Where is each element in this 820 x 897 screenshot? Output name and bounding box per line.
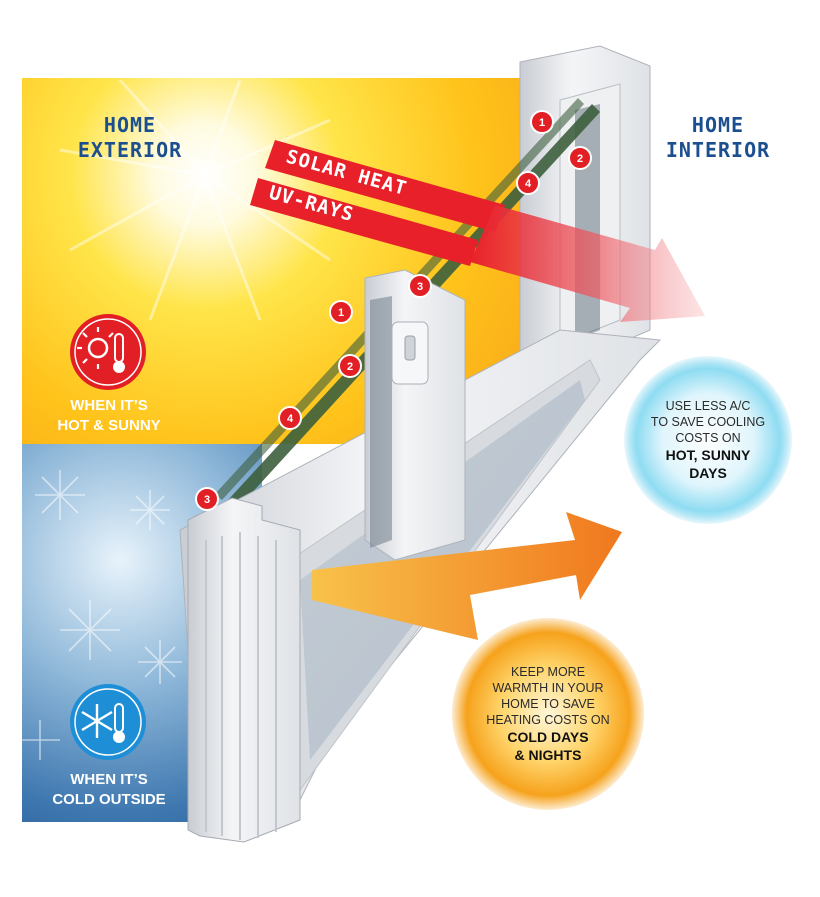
warmth-arrow: [312, 512, 622, 640]
heat-arrow: [470, 205, 705, 322]
hot-condition-label: WHEN IT’S HOT & SUNNY: [36, 396, 182, 436]
heating-bubble-bg: [452, 618, 644, 810]
heating-line2: WARMTH IN YOUR: [492, 681, 604, 695]
sun-thermometer-icon: [70, 314, 146, 390]
heating-strong2: & NIGHTS: [514, 747, 582, 763]
badge-group: 1 2 3 4 1 2 3 4: [195, 110, 592, 511]
cooling-line2: TO SAVE COOLING: [650, 415, 766, 429]
hot-line1: WHEN IT’S: [70, 397, 148, 414]
heating-bubble: KEEP MORE WARMTH IN YOUR HOME TO SAVE HE…: [466, 650, 630, 778]
home-exterior-line2: EXTERIOR: [77, 138, 183, 162]
badge-1-top-label: 1: [539, 117, 545, 129]
sun-rays: [59, 78, 331, 321]
badge-3-bottom: [195, 487, 219, 511]
badge-4-top-label: 4: [525, 178, 532, 190]
badge-4-mid: [278, 406, 302, 430]
badge-2-mid: [338, 354, 362, 378]
cooling-line1: USE LESS A/C: [665, 399, 751, 413]
badge-4-mid-label: 4: [287, 413, 294, 425]
home-interior-line1: HOME: [691, 113, 745, 137]
home-interior-line2: INTERIOR: [665, 138, 771, 162]
cold-condition-label: WHEN IT’S COLD OUTSIDE: [36, 770, 182, 810]
cooling-strong1: HOT, SUNNY: [665, 447, 751, 463]
hot-line2: HOT & SUNNY: [57, 417, 161, 434]
heating-line1: KEEP MORE: [510, 665, 586, 679]
home-interior-heading: HOME INTERIOR: [648, 113, 788, 163]
cold-line2: COLD OUTSIDE: [52, 791, 166, 808]
solar-heat-ribbon: [265, 140, 505, 232]
badge-2-top: [568, 146, 592, 170]
badge-4-top: [516, 171, 540, 195]
snowflake-thermometer-icon: [70, 684, 146, 760]
badge-1-mid: [329, 300, 353, 324]
uv-rays-ribbon: [250, 178, 478, 266]
cooling-bubble: USE LESS A/C TO SAVE COOLING COSTS ON HO…: [634, 380, 782, 500]
badge-3-bottom-label: 3: [204, 494, 210, 506]
badge-3-top-label: 3: [417, 281, 423, 293]
heating-line4: HEATING COSTS ON: [486, 713, 610, 727]
badge-3-top: [408, 274, 432, 298]
frost-pattern: [20, 470, 182, 760]
badge-2-mid-label: 2: [347, 361, 353, 373]
cold-line1: WHEN IT’S: [70, 771, 148, 788]
home-exterior-line1: HOME: [103, 113, 157, 137]
cooling-line3: COSTS ON: [675, 431, 741, 445]
badge-1-mid-label: 1: [338, 307, 344, 319]
home-exterior-heading: HOME EXTERIOR: [60, 113, 200, 163]
cooling-bubble-bg: [624, 356, 792, 524]
cooling-strong2: DAYS: [689, 465, 727, 481]
badge-2-top-label: 2: [577, 153, 583, 165]
badge-1-top: [530, 110, 554, 134]
heating-strong1: COLD DAYS: [507, 729, 589, 745]
frame-grooves: [205, 532, 277, 840]
heating-line3: HOME TO SAVE: [501, 697, 595, 711]
